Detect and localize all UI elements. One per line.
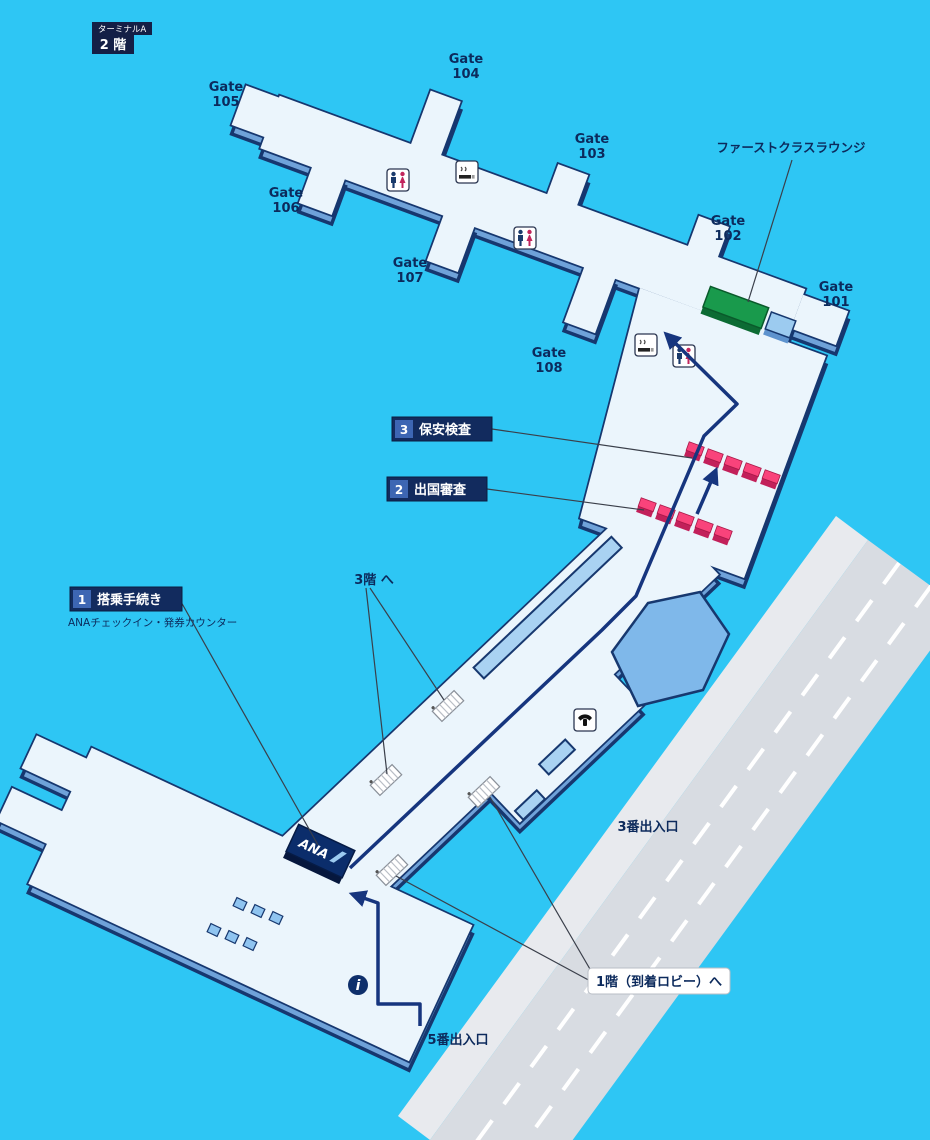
immigration-leader-line <box>486 488 645 511</box>
svg-text:108: 108 <box>535 361 562 376</box>
step-1-checkin-label: 1 搭乗手続き ANAチェックイン・発券カウンター <box>68 586 237 629</box>
svg-text:103: 103 <box>578 147 605 162</box>
restroom-icon <box>672 344 696 368</box>
ana-logo-slash <box>329 851 347 863</box>
svg-text:搭乗手続き: 搭乗手続き <box>97 592 162 608</box>
checkin-leader-line <box>179 599 319 846</box>
lounge-floor <box>701 285 770 330</box>
gate-105-label: Gate 105 <box>209 80 244 110</box>
svg-text:Gate: Gate <box>209 80 244 95</box>
security-leader-line <box>491 428 693 459</box>
road-shoulder <box>398 516 868 1140</box>
step-3-security-label: 3 保安検査 <box>391 416 493 442</box>
smoking-icon <box>634 333 658 357</box>
phone-icon <box>573 708 597 732</box>
svg-text:102: 102 <box>714 229 741 244</box>
checkin-sub-label: ANAチェックイン・発券カウンター <box>68 616 237 629</box>
gate-106-label: Gate 106 <box>269 186 304 216</box>
gate-lounge-floor <box>764 311 797 339</box>
terminal-badge: ターミナルA <box>92 22 152 35</box>
gate-108-label: Gate 108 <box>532 346 567 376</box>
smoking-icon <box>455 160 479 184</box>
svg-text:保安検査: 保安検査 <box>418 422 472 438</box>
svg-text:Gate: Gate <box>819 280 854 295</box>
svg-text:Gate: Gate <box>711 214 746 229</box>
to-3f-label: 3階 へ <box>354 572 394 588</box>
hall-counter-small <box>513 788 547 822</box>
svg-text:105: 105 <box>212 95 239 110</box>
svg-text:1: 1 <box>78 593 86 607</box>
hall-counter-small <box>537 738 577 776</box>
svg-text:Gate: Gate <box>532 346 567 361</box>
entrance-flow-arrow <box>348 890 422 1026</box>
svg-text:Gate: Gate <box>269 186 304 201</box>
svg-text:出国審査: 出国審査 <box>414 482 467 498</box>
svg-text:107: 107 <box>396 271 423 286</box>
road-lane-line <box>524 584 930 1140</box>
road <box>398 516 930 1140</box>
svg-text:Gate: Gate <box>449 52 484 67</box>
gate-103-label: Gate 103 <box>575 132 610 162</box>
restroom-icon <box>386 168 410 192</box>
to-1f-label: 1階（到着ロビー）へ <box>596 974 722 990</box>
svg-text:3: 3 <box>400 423 408 437</box>
svg-text:2: 2 <box>395 483 403 497</box>
hall-counter-strip <box>472 535 624 680</box>
step-2-immigration-label: 2 出国審査 <box>386 476 488 502</box>
restroom-icon <box>513 226 537 250</box>
svg-text:Gate: Gate <box>575 132 610 147</box>
terminal-badge-label: ターミナルA <box>98 25 147 35</box>
floor-badge: 2 階 <box>92 35 134 54</box>
to-1f-leader-lines <box>395 796 595 984</box>
floor-badge-label: 2 階 <box>100 37 127 53</box>
ana-checkin-counter: ANA <box>283 823 356 885</box>
to-1f-label-box: 1階（到着ロビー）へ <box>587 967 731 995</box>
lounge-leader-line <box>747 159 793 303</box>
svg-text:104: 104 <box>452 67 479 82</box>
info-icon: i <box>348 975 368 995</box>
first-class-lounge-label: ファーストクラスラウンジ <box>716 140 866 155</box>
exit-3-label: 3番出入口 <box>617 819 678 835</box>
entrance-annex <box>610 590 731 708</box>
gate-101-label: Gate 101 <box>819 280 854 310</box>
gate-labels: Gate 105 Gate 104 Gate 103 Gate 102 Gate… <box>209 52 854 376</box>
svg-text:i: i <box>356 978 361 994</box>
gate-102-label: Gate 102 <box>711 214 746 244</box>
gate-104-label: Gate 104 <box>449 52 484 82</box>
svg-text:Gate: Gate <box>393 256 428 271</box>
road-lane-line <box>475 561 901 1140</box>
exit-5-label: 5番出入口 <box>427 1032 488 1048</box>
first-class-lounge-area <box>700 285 797 344</box>
svg-text:106: 106 <box>272 201 299 216</box>
to-3f-leader-lines <box>365 587 445 775</box>
gate-107-label: Gate 107 <box>393 256 428 286</box>
security-flow-arrow <box>695 466 719 515</box>
svg-text:101: 101 <box>822 295 849 310</box>
departure-flow-arrow <box>348 331 739 870</box>
